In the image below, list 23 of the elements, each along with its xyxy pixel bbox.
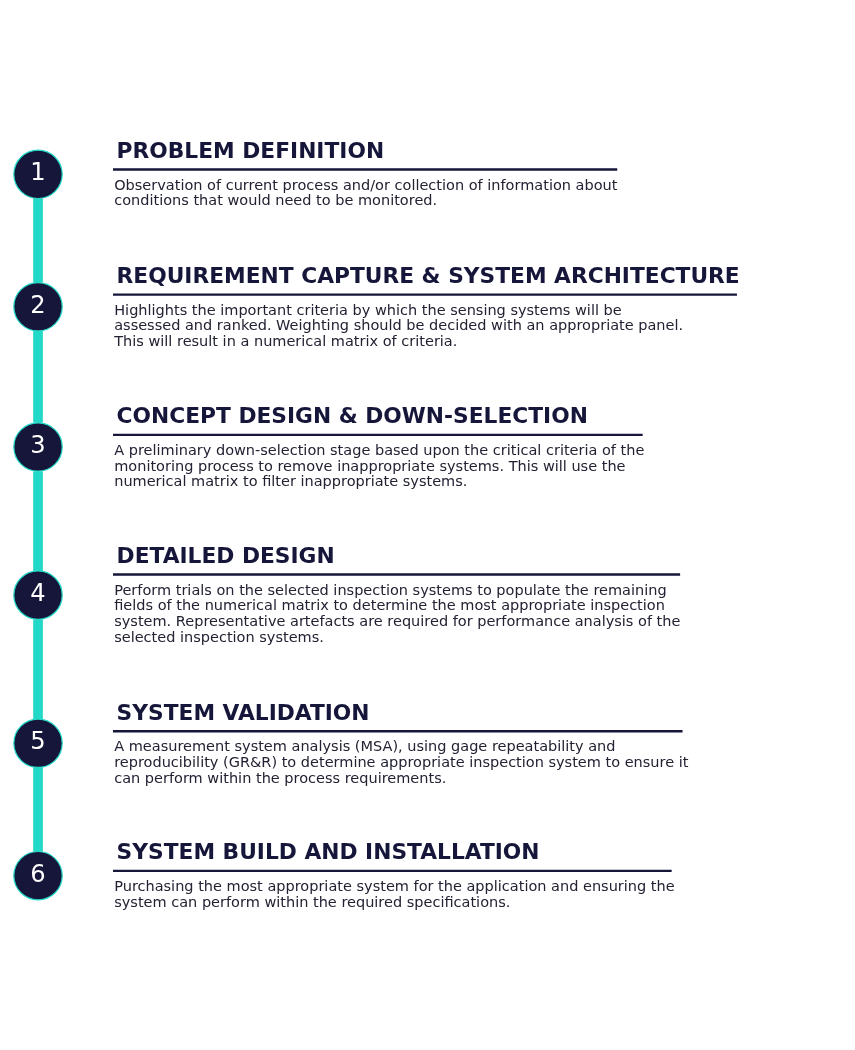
node-circle: 2 [12,281,63,332]
connector [32,331,43,423]
connector [32,619,43,720]
node-circle: 3 [12,422,63,472]
node-label: PROBLEM DEFINITION [116,137,384,163]
node-circle: 5 [12,718,63,769]
node-label: REQUIREMENT CAPTURE & SYSTEM ARCHITECTURE [116,263,740,289]
node-label: DETAILED DESIGN [116,542,335,568]
node-label: A measurement system analysis (MSA), using gage repeatability and reproducibility (GR&R) to determine appropriate inspection system to ensure it can perform within the process requirements. [113,738,688,786]
node-circle: 4 [12,570,63,620]
node-label: CONCEPT DESIGN & DOWN-SELECTION [116,403,588,429]
connector [32,471,43,571]
node-circle: 1 [12,149,63,200]
node-label: SYSTEM VALIDATION [116,699,370,725]
node-label: Perform trials on the selected inspection systems to populate the remaining fields of the numerical matrix to determine the most appropriate inspection system. Representative artefacts are required for performance analysis of the selected inspection systems. [113,581,680,645]
connector [32,767,43,852]
node-label: A preliminary down-selection stage based upon the critical criteria of the monitoring process to remove inappropriate systems. This will use the numerical matrix to filter inappropriate systems. [113,441,644,490]
node-label: SYSTEM BUILD AND INSTALLATION [116,839,540,865]
node-label: Observation of current process and/or collection of information about conditions that would need to be monitored. [113,176,617,209]
node-label: Highlights the important criteria by which the sensing systems will be assessed and ranked. Weighting should be decided with an appropriate panel. This will result in a numerical matrix of criteria. [113,301,683,350]
node-label: Purchasing the most appropriate system for the application and ensuring the system can perform within the required specifications. [113,877,675,910]
node-circle: 6 [12,850,63,901]
connector [32,198,43,283]
